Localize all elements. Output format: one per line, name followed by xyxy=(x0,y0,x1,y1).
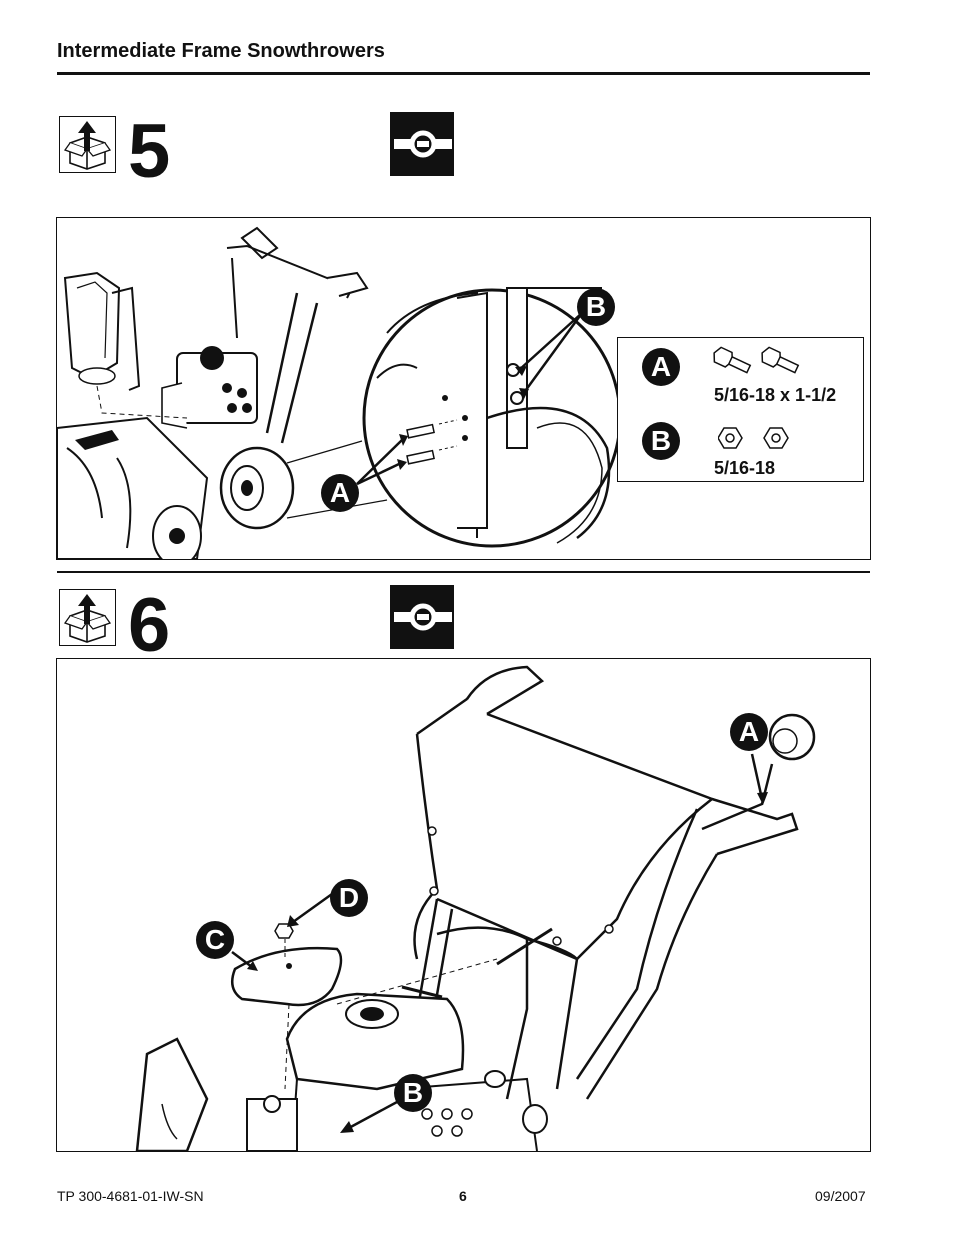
unpack-box-icon xyxy=(59,116,116,173)
step-divider xyxy=(57,571,870,573)
legend-label-b: 5/16-18 xyxy=(714,458,776,478)
legend-callout-b: B xyxy=(642,422,680,460)
callout-d: D xyxy=(330,879,368,917)
callout-b: B xyxy=(577,288,615,326)
footer-page-number: 6 xyxy=(459,1188,467,1204)
callout-a: A xyxy=(730,713,768,751)
step-number: 6 xyxy=(128,583,171,668)
bolt-hardware-icon xyxy=(713,346,800,374)
page-title: Intermediate Frame Snowthrowers xyxy=(57,40,385,62)
callout-a: A xyxy=(321,474,359,512)
callout-c: C xyxy=(196,921,234,959)
legend-label-a: 5/16-18 x 1-1/2 xyxy=(714,385,837,405)
hardware-legend: A 5/16-18 x 1-1/2 B 5/16-18 xyxy=(617,337,864,482)
footer-date: 09/2007 xyxy=(815,1188,866,1204)
header-rule xyxy=(57,72,870,75)
wrench-socket-icon xyxy=(390,585,454,649)
nut-hardware-icon xyxy=(718,427,789,449)
unpack-box-icon xyxy=(59,589,116,646)
step-number: 5 xyxy=(128,109,171,194)
step-5-illustration: A B A 5/16-18 x 1-1/2 B 5/16-18 xyxy=(56,217,871,560)
step-6-illustration: A B C D xyxy=(56,658,871,1152)
legend-callout-a: A xyxy=(642,348,680,386)
callout-b: B xyxy=(394,1074,432,1112)
snowthrower-frame-assembly-drawing xyxy=(57,226,622,559)
wrench-socket-icon xyxy=(390,112,454,176)
footer-doc-number: TP 300-4681-01-IW-SN xyxy=(57,1188,204,1204)
snowthrower-handle-engine-drawing xyxy=(135,665,816,1151)
